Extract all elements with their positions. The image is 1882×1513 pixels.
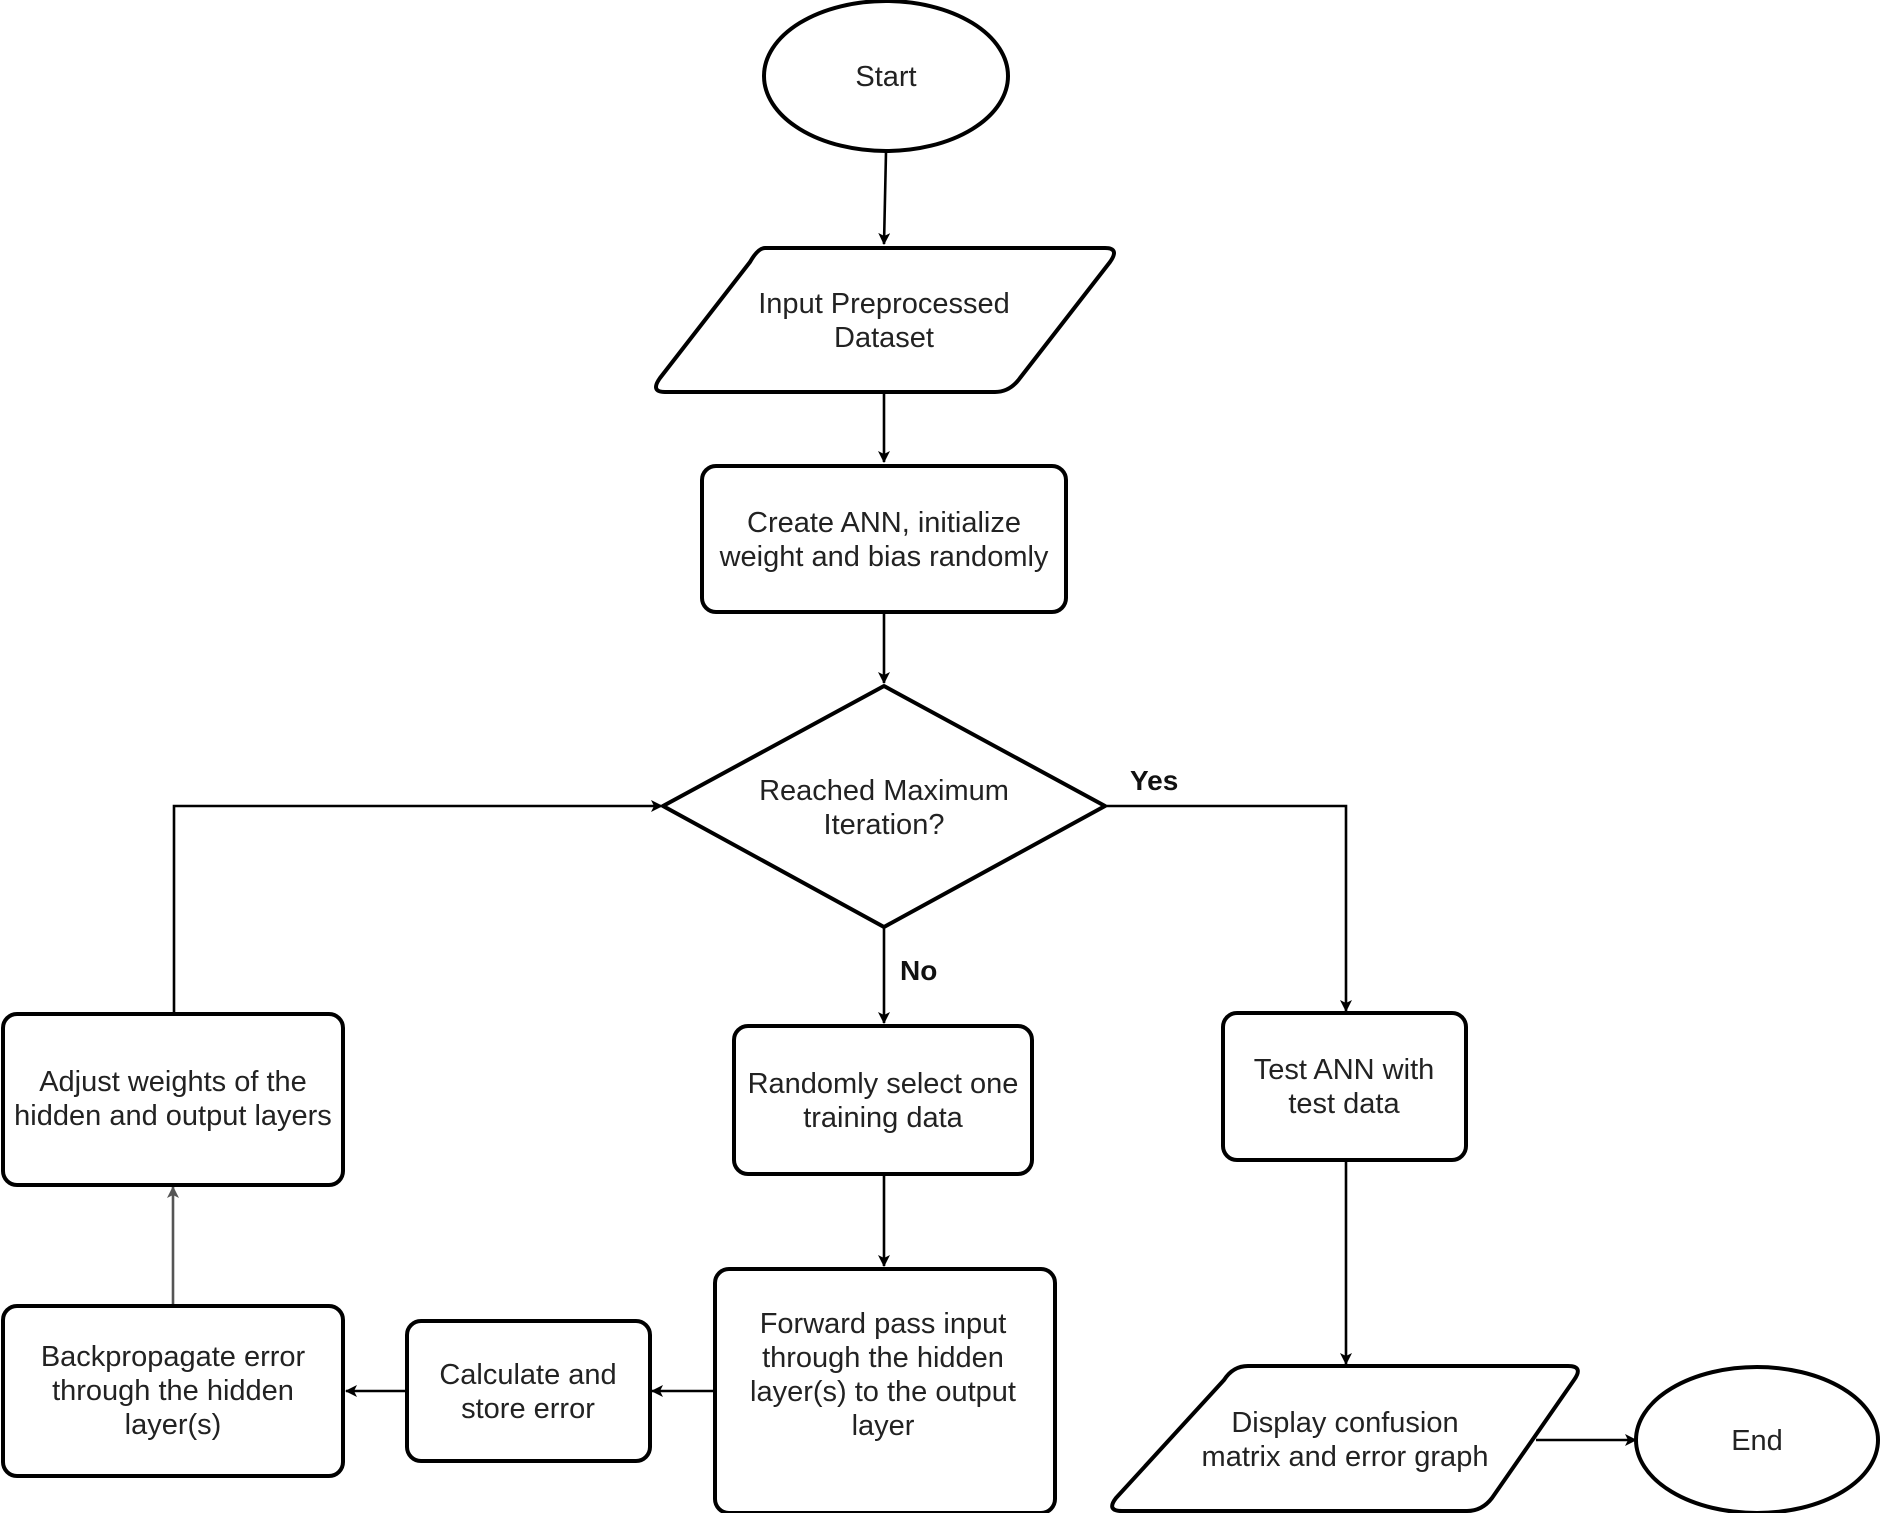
process-box — [1221, 1011, 1468, 1162]
edge-decision-yes — [1106, 804, 1352, 1012]
process-box — [405, 1319, 652, 1463]
process-box — [1, 1012, 345, 1187]
node-label-line: Dataset — [834, 322, 934, 354]
node-label-line: test data — [1288, 1088, 1400, 1120]
node-label-line: through the hidden — [52, 1375, 294, 1407]
input-parallelogram — [654, 246, 1116, 394]
node-label-line: layer(s) — [125, 1409, 222, 1441]
process-box — [713, 1267, 1057, 1513]
node-label-line: matrix and error graph — [1202, 1441, 1489, 1473]
node-label-line: Reached Maximum — [759, 775, 1009, 807]
node-label-line: End — [1731, 1425, 1783, 1457]
process-box — [700, 464, 1068, 614]
node-label-line: hidden and output layers — [14, 1100, 332, 1132]
node-label-line: Create ANN, initialize — [747, 507, 1021, 539]
node-label-line: layer — [852, 1410, 915, 1442]
node-label-line: Iteration? — [824, 809, 945, 841]
node-label-line: store error — [461, 1393, 595, 1425]
process-box — [1, 1304, 345, 1478]
node-label-line: Calculate and — [439, 1359, 616, 1391]
node-start: Start — [762, 0, 1010, 153]
node-label-line: through the hidden — [762, 1342, 1004, 1374]
node-label-line: Test ANN with — [1254, 1054, 1435, 1086]
edge-adjust-to-decision — [172, 800, 663, 1012]
node-label-line: weight and bias randomly — [719, 541, 1049, 573]
node-label-start: Start — [855, 61, 916, 93]
start-terminator — [762, 0, 1010, 153]
node-label-line: Backpropagate error — [41, 1341, 306, 1373]
node-label-end: End — [1731, 1425, 1783, 1457]
edges — [167, 151, 1637, 1446]
edge-label-yes: Yes — [1130, 765, 1178, 796]
decision-diamond — [661, 684, 1107, 929]
node-label-line: Adjust weights of the — [39, 1066, 307, 1098]
edge-start-to-input — [878, 151, 891, 245]
node-end: End — [1634, 1365, 1880, 1513]
end-terminator — [1634, 1365, 1880, 1513]
node-label-line: training data — [803, 1102, 963, 1134]
process-box — [732, 1024, 1034, 1176]
node-label-line: Forward pass input — [760, 1308, 1007, 1340]
output-parallelogram — [1110, 1364, 1580, 1513]
node-label-line: Start — [855, 61, 916, 93]
node-label-line: Input Preprocessed — [758, 288, 1009, 320]
node-label-line: Display confusion — [1231, 1407, 1458, 1439]
node-label-line: Randomly select one — [748, 1068, 1019, 1100]
edge-label-no: No — [900, 955, 937, 986]
node-label-line: layer(s) to the output — [750, 1376, 1016, 1408]
